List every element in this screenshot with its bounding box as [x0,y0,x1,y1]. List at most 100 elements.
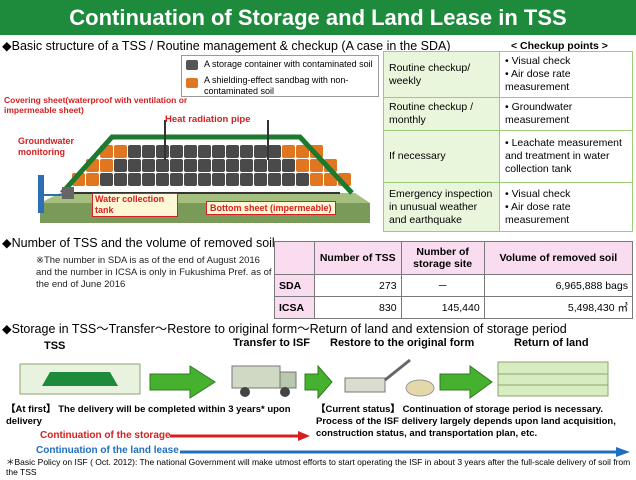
container-block [184,145,197,158]
container-stack [100,145,309,186]
page-title: Continuation of Storage and Land Lease i… [0,0,636,35]
sandbag-block [86,173,99,186]
volume-table-header-cell: Number of storage site [400,241,485,275]
container-block [268,145,281,158]
volume-table-cell: 830 [313,296,402,319]
container-block [142,145,155,158]
container-block [226,145,239,158]
container-block [226,159,239,172]
continuation-storage-label: Continuation of the storage [40,430,171,441]
container-block [142,159,155,172]
checkup-point: • Groundwater measurement [505,101,573,126]
container-block [198,159,211,172]
volume-table-header-cell [274,241,315,275]
stage-transfer: Transfer to ISF [233,337,311,349]
checkup-table-body: Routine checkup/ weekly• Visual check• A… [383,51,633,232]
container-block [198,173,211,186]
checkup-point: • Air dose rate measurement [505,200,571,226]
container-block [156,145,169,158]
legend-box: A storage container with contaminated so… [181,55,379,97]
container-block [282,159,295,172]
container-block [114,173,127,186]
checkup-row: Emergency inspection in unusual weather … [383,182,633,232]
container-block [114,159,127,172]
container-block [156,159,169,172]
storage-arrow [170,431,310,441]
sandbag-block [282,145,295,158]
process-illustrations [19,358,609,400]
container-block [254,145,267,158]
container-block [142,173,155,186]
container-block [170,145,183,158]
container-block [184,173,197,186]
lease-arrow [180,447,630,457]
container-block [128,173,141,186]
container-block [282,173,295,186]
checkup-row: If necessary• Leachate measurement and t… [383,130,633,183]
excavator-illustration [344,358,435,397]
section3-heading: ◆Storage in TSS～Transfer～Restore to orig… [2,322,567,336]
at-first-text: 【At first】 The delivery will be complete… [6,404,291,427]
sandbag-block [310,159,323,172]
arrow-2 [304,364,333,400]
checkup-points-cell: • Groundwater measurement [499,97,633,131]
arrow-1 [149,365,216,399]
stage-restore: Restore to the original form [330,337,475,349]
volume-note: ※The number in SDA is as of the end of A… [36,255,272,290]
container-block [226,173,239,186]
checkup-point: • Air dose rate measurement [505,68,571,93]
volume-table-cell: 5,498,430 ㎥ [483,296,634,319]
truck-illustration [231,365,297,397]
footnote: ＊Basic Policy on ISF ( Oct. 2012): The n… [6,457,631,477]
container-block [128,159,141,172]
sandbag-stack [72,145,351,186]
checkup-when: Emergency inspection in unusual weather … [383,182,500,232]
container-block [100,173,113,186]
checkup-table: Routine checkup/ weekly• Visual check• A… [383,51,633,232]
volume-table-cell: 6,965,888 bags [483,274,634,297]
container-block [212,173,225,186]
volume-table-header-cell: Number of TSS [313,241,402,275]
container-block [128,145,141,158]
stage-tss: TSS [44,340,66,352]
container-block [268,159,281,172]
container-block [240,159,253,172]
container-block [198,145,211,158]
sandbag-block [296,145,309,158]
stage-return: Return of land [514,337,589,349]
checkup-point: • Visual check [505,55,571,67]
container-swatch [186,60,198,70]
sandbag-block [114,145,127,158]
water-tank [62,187,74,199]
container-block [268,173,281,186]
sandbag-block [296,159,309,172]
container-block [212,159,225,172]
container-block [184,159,197,172]
checkup-row: Routine checkup / monthly• Groundwater m… [383,97,633,131]
checkup-when: Routine checkup/ weekly [383,51,500,98]
checkup-points-cell: • Visual check• Air dose rate measuremen… [499,51,633,98]
sandbag-block [100,159,113,172]
container-block [296,173,309,186]
tss-illustration [19,363,141,395]
sandbag-swatch [186,78,198,88]
container-block [254,159,267,172]
volume-table-cell: ICSA [274,296,315,319]
checkup-points-cell: • Leachate measurement and treatment in … [499,130,633,183]
continuation-lease-label: Continuation of the land lease [36,445,179,456]
checkup-when: Routine checkup / monthly [383,97,500,131]
container-block [170,159,183,172]
volume-table-header-cell: Volume of removed soil [483,241,634,275]
checkup-points-label: < Checkup points > [511,40,608,52]
heat-pipes [164,120,269,160]
covering-sheet [60,134,354,195]
container-block [212,145,225,158]
volume-table-cell: 273 [313,274,402,297]
volume-table-cell: － [400,274,485,297]
section1-heading: ◆Basic structure of a TSS / Routine mana… [2,39,451,53]
legend-container-text: A storage container with contaminated so… [204,59,373,69]
container-block [254,173,267,186]
checkup-point: • Leachate measurement and treatment in … [505,137,622,175]
